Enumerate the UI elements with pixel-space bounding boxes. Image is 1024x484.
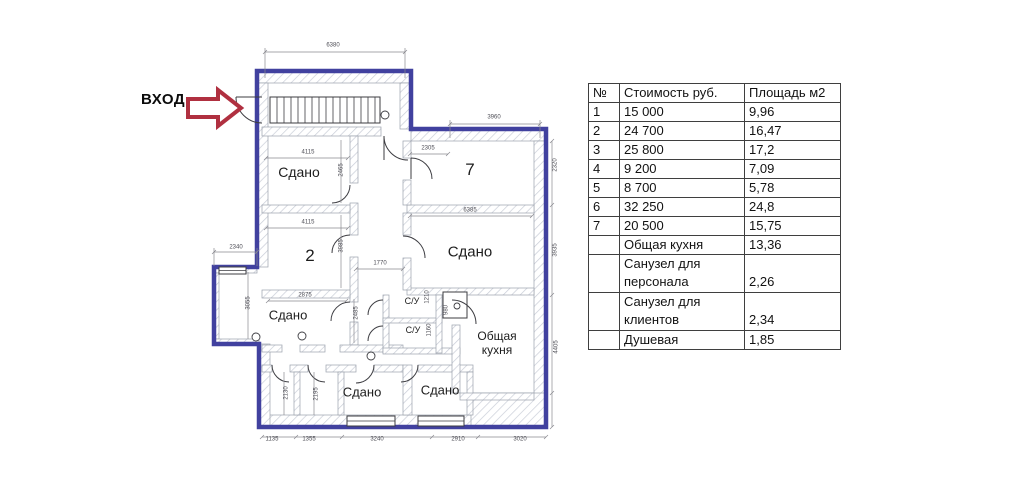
dimension-label: 1355	[302, 436, 316, 443]
cell-number: 6	[588, 197, 620, 217]
cell-number: 7	[588, 216, 620, 236]
dimension-label: 2320	[552, 158, 559, 172]
cell-number: 1	[588, 102, 620, 122]
dimension-label: 980	[443, 304, 450, 316]
cell-cost: 25 800	[619, 140, 745, 160]
room-label: С/У	[404, 295, 420, 306]
cell-cost: 15 000	[619, 102, 745, 122]
column-header: Стоимость руб.	[619, 83, 745, 103]
dimension-label: 4115	[301, 219, 315, 226]
room-label: Сдано	[420, 382, 460, 398]
dimension-label: 3055	[245, 296, 252, 310]
dimension-label: 3240	[370, 436, 384, 443]
room-label: С/У	[405, 324, 421, 335]
dimension-label: 3960	[487, 114, 501, 121]
cell-number: 2	[588, 121, 620, 141]
cell-cost: 20 500	[619, 216, 745, 236]
cell-area: 9,96	[744, 102, 841, 122]
column-header: Площадь м2	[744, 83, 841, 103]
cell-number: 3	[588, 140, 620, 160]
door-arcs	[235, 96, 477, 384]
cell-area: 5,78	[744, 178, 841, 198]
cell-cost: 8 700	[619, 178, 745, 198]
dimension-label: 3935	[552, 243, 559, 257]
room-label: Общая кухня	[477, 329, 517, 357]
dimension-label: 3985	[338, 239, 345, 253]
cell-cost: 24 700	[619, 121, 745, 141]
cell-area: 24,8	[744, 197, 841, 217]
entrance-arrow-icon	[186, 85, 245, 131]
dimension-label: 2305	[421, 145, 435, 152]
dimension-label: 4405	[553, 340, 560, 354]
room-label: 7	[465, 160, 475, 180]
cell-number: 5	[588, 178, 620, 198]
cell-area: 2,34	[744, 292, 841, 331]
cell-cost: Общая кухня	[619, 235, 745, 255]
dimension-label: 1770	[373, 260, 387, 267]
cell-cost: 9 200	[619, 159, 745, 179]
cell-number	[588, 292, 620, 331]
dimension-label: 3020	[513, 436, 527, 443]
interior-walls	[261, 126, 535, 416]
room-label: Сдано	[268, 307, 308, 323]
outer-walls	[213, 70, 547, 428]
cell-cost: Душевая	[619, 330, 745, 350]
cell-area: 13,36	[744, 235, 841, 255]
room-label: Сдано	[342, 384, 382, 400]
dimension-label: 2875	[298, 292, 312, 299]
dimension-label: 2910	[451, 436, 465, 443]
cell-area: 2,26	[744, 254, 841, 293]
windows	[218, 266, 465, 427]
dimension-lines	[211, 48, 555, 440]
room-label: Сдано	[447, 243, 493, 261]
dimension-label: 6385	[463, 207, 477, 214]
dimension-label: 1135	[265, 436, 279, 443]
cell-number	[588, 235, 620, 255]
dimension-label: 1210	[424, 290, 431, 304]
cell-area: 17,2	[744, 140, 841, 160]
entrance-label: ВХОД	[141, 91, 186, 108]
room-label: Сдано	[278, 163, 320, 180]
cell-area: 15,75	[744, 216, 841, 236]
cell-number: 4	[588, 159, 620, 179]
cell-cost: 32 250	[619, 197, 745, 217]
room-label: 2	[305, 246, 315, 266]
cell-number	[588, 330, 620, 350]
dimension-label: 2340	[229, 244, 243, 251]
cell-number	[588, 254, 620, 293]
stairs	[269, 96, 381, 124]
dimension-label: 4115	[301, 149, 315, 156]
cell-area: 7,09	[744, 159, 841, 179]
dimension-label: 1160	[426, 323, 433, 337]
dimension-label: 2485	[353, 306, 360, 320]
dimension-label: 2195	[313, 387, 320, 401]
dimension-label: 2130	[283, 386, 290, 400]
cell-area: 16,47	[744, 121, 841, 141]
column-header: №	[588, 83, 620, 103]
dimension-label: 2465	[338, 163, 345, 177]
cell-area: 1,85	[744, 330, 841, 350]
plan-symbols	[251, 110, 461, 361]
dimension-label: 6380	[326, 42, 340, 49]
